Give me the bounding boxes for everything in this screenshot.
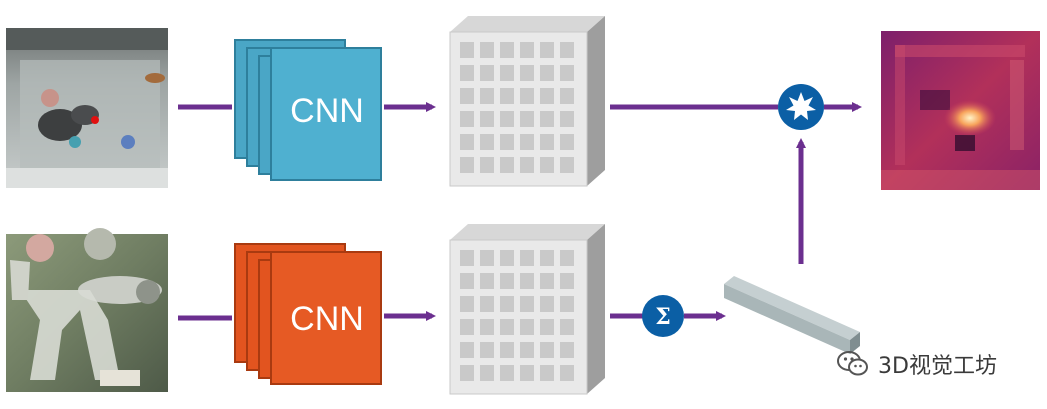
grid-cell — [460, 42, 474, 58]
grid-cell — [500, 111, 514, 127]
grid-cell — [500, 296, 514, 312]
grid-cell — [480, 88, 494, 104]
grid-cell — [540, 319, 554, 335]
top-feature-grid — [460, 42, 574, 173]
top-cnn-label: CNN — [290, 92, 364, 130]
grid-cell — [560, 111, 574, 127]
grid-cell — [540, 157, 554, 173]
wechat-icon — [837, 351, 868, 376]
grid-cell — [460, 250, 474, 266]
grid-cell — [540, 296, 554, 312]
grid-cell — [520, 134, 534, 150]
grid-cell — [560, 65, 574, 81]
grid-cell — [540, 111, 554, 127]
grid-cell — [540, 273, 554, 289]
grid-cell — [460, 157, 474, 173]
grid-cell — [520, 342, 534, 358]
grid-cell — [480, 296, 494, 312]
star-icon — [786, 92, 816, 120]
watermark-text: 3D视觉工坊 — [878, 354, 997, 379]
grid-cell — [500, 157, 514, 173]
bottom-cnn-label: CNN — [290, 300, 364, 338]
grid-cell — [480, 342, 494, 358]
grid-cell — [500, 273, 514, 289]
top-input-image — [6, 28, 168, 188]
grid-cell — [460, 273, 474, 289]
watermark: 3D视觉工坊 — [836, 346, 997, 382]
grid-cell — [480, 65, 494, 81]
grid-cell — [560, 365, 574, 381]
grid-cell — [480, 365, 494, 381]
grid-cell — [560, 42, 574, 58]
grid-cell — [560, 250, 574, 266]
grid-cell — [520, 296, 534, 312]
sigma-icon: Σ — [655, 304, 671, 330]
grid-cell — [500, 319, 514, 335]
grid-cell — [460, 111, 474, 127]
grid-cell — [480, 134, 494, 150]
grid-cell — [500, 65, 514, 81]
grid-cell — [560, 296, 574, 312]
output-heatmap — [881, 31, 1040, 190]
grid-cell — [540, 88, 554, 104]
grid-cell — [480, 157, 494, 173]
grid-cell — [460, 296, 474, 312]
grid-cell — [520, 250, 534, 266]
grid-cell — [520, 65, 534, 81]
grid-cell — [500, 342, 514, 358]
grid-cell — [520, 319, 534, 335]
grid-cell — [460, 342, 474, 358]
grid-cell — [540, 42, 554, 58]
grid-cell — [480, 111, 494, 127]
grid-cell — [460, 65, 474, 81]
grid-cell — [480, 319, 494, 335]
grid-cell — [560, 157, 574, 173]
grid-cell — [540, 250, 554, 266]
grid-cell — [520, 273, 534, 289]
bottom-feature-grid — [460, 250, 574, 381]
grid-cell — [500, 250, 514, 266]
grid-cell — [460, 319, 474, 335]
grid-cell — [460, 365, 474, 381]
grid-cell — [520, 157, 534, 173]
grid-cell — [500, 365, 514, 381]
grid-cell — [460, 88, 474, 104]
bottom-cnn-block: CNN — [234, 243, 382, 385]
grid-cell — [540, 365, 554, 381]
grid-cell — [560, 273, 574, 289]
grid-cell — [560, 134, 574, 150]
grid-cell — [520, 42, 534, 58]
grid-cell — [480, 273, 494, 289]
top-feature-map — [449, 16, 605, 187]
feature-vector-bar — [724, 276, 860, 354]
top-cnn-block: CNN — [234, 39, 382, 181]
grid-cell — [540, 65, 554, 81]
fusion-operator — [778, 84, 824, 130]
grid-cell — [520, 111, 534, 127]
grid-cell — [500, 88, 514, 104]
grid-cell — [480, 42, 494, 58]
sum-operator: Σ — [642, 295, 684, 337]
grid-cell — [500, 42, 514, 58]
grid-cell — [560, 319, 574, 335]
grid-cell — [560, 88, 574, 104]
grid-cell — [540, 134, 554, 150]
grid-cell — [460, 134, 474, 150]
grid-cell — [560, 342, 574, 358]
grid-cell — [500, 134, 514, 150]
bottom-input-image — [6, 228, 168, 392]
grid-cell — [480, 250, 494, 266]
grid-cell — [520, 88, 534, 104]
grid-cell — [520, 365, 534, 381]
bottom-feature-map — [449, 224, 605, 395]
grid-cell — [540, 342, 554, 358]
